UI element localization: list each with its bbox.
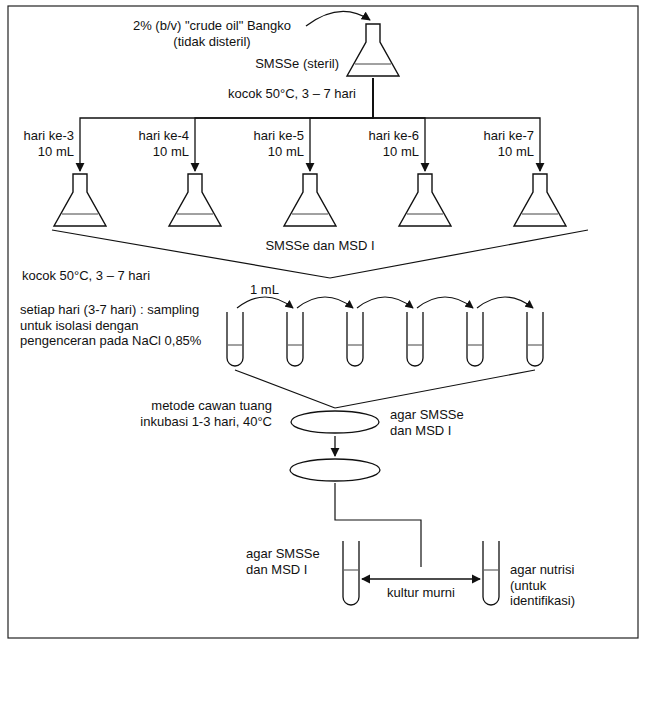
annotation: metode cawan tuang inkubasi 1-3 hari, 40… (104, 398, 272, 429)
liquid-level (468, 345, 482, 346)
node-label: hari ke-6 (368, 128, 419, 144)
flask-shape (282, 172, 338, 228)
dish-shape (290, 410, 380, 434)
annotation: kocok 50°C, 3 – 7 hari (196, 86, 356, 102)
liquid-level (522, 214, 558, 215)
liquid-level (528, 345, 542, 346)
liquid-level (228, 345, 242, 346)
node-label: hari ke-3 (23, 128, 74, 144)
flask-shape (167, 172, 223, 228)
transfer-arrow (237, 297, 293, 308)
connector (373, 78, 425, 171)
merge-lines (235, 370, 535, 408)
liquid-level (355, 64, 391, 65)
dish-outline (291, 411, 379, 433)
flask-outline (399, 174, 451, 226)
node-label: 10 mL (38, 144, 74, 160)
flask: hari ke-410 mL (167, 172, 223, 228)
flask: hari ke-710 mL (512, 172, 568, 228)
test-tube (467, 312, 483, 366)
flask-shape (345, 22, 401, 78)
transfer-arrow (357, 297, 413, 308)
down-arrow (334, 436, 335, 456)
tube-outline (483, 541, 499, 605)
agar-tube: agar SMSSe dan MSD I (342, 540, 360, 606)
edge-label: kultur murni (385, 585, 457, 601)
connector (362, 578, 480, 579)
test-tube (407, 312, 423, 366)
node-label: hari ke-5 (253, 128, 304, 144)
annotation: 2% (b/v) "crude oil" Bangko (tidak diste… (118, 18, 306, 49)
node-label: 10 mL (383, 144, 419, 160)
dilution-tubes (227, 297, 543, 366)
pour-arrow (306, 11, 370, 26)
tube-shape (482, 540, 500, 606)
connector (373, 78, 540, 171)
liquid-level (292, 214, 328, 215)
node-label: hari ke-4 (138, 128, 189, 144)
flask-outline (514, 174, 566, 226)
flask-outline (54, 174, 106, 226)
tube-outline (343, 541, 359, 605)
transfer-arrow (297, 297, 353, 308)
annotation: 1 mL (250, 282, 279, 298)
flask: hari ke-310 mL (52, 172, 108, 228)
flask: SMSSe (steril) (345, 22, 401, 78)
transfer-arrow (417, 297, 473, 308)
liquid-level (407, 214, 443, 215)
node-label: agar SMSSe dan MSD I (390, 407, 476, 438)
transfer-arrow (477, 297, 533, 308)
node-label: SMSSe (steril) (255, 56, 339, 72)
liquid-level (62, 214, 98, 215)
frame (8, 6, 638, 638)
liquid-level (408, 345, 422, 346)
node-label: hari ke-7 (483, 128, 534, 144)
petri-dish (290, 459, 380, 481)
test-tube (347, 312, 363, 366)
agar-tube: agar nutrisi (untuk identifikasi) (482, 540, 500, 606)
flask-shape (52, 172, 108, 228)
annotation: kocok 50°C, 3 – 7 hari (22, 268, 150, 284)
connector (195, 78, 373, 171)
connector (80, 78, 373, 171)
liquid-level (288, 345, 302, 346)
flask-shape (397, 172, 453, 228)
flask: hari ke-610 mL (397, 172, 453, 228)
test-tube (527, 312, 543, 366)
flask-shape (512, 172, 568, 228)
liquid-level (177, 214, 213, 215)
slant-agar (484, 570, 498, 571)
test-tube (227, 312, 243, 366)
flask-outline (169, 174, 221, 226)
annotation: setiap hari (3-7 hari) : sampling untuk … (20, 302, 216, 349)
test-tube (287, 312, 303, 366)
flask-outline (284, 174, 336, 226)
petri-dish: agar SMSSe dan MSD I (290, 410, 380, 434)
annotation: SMSSe dan MSD I (240, 238, 400, 254)
tube-shape (342, 540, 360, 606)
liquid-level (348, 345, 362, 346)
node-label: 10 mL (153, 144, 189, 160)
node-label: 10 mL (498, 144, 534, 160)
flask: hari ke-510 mL (282, 172, 338, 228)
node-label: agar SMSSe dan MSD I (246, 546, 332, 577)
node-label: 10 mL (268, 144, 304, 160)
flask-outline (347, 24, 399, 76)
slant-agar (344, 570, 358, 571)
node-label: agar nutrisi (untuk identifikasi) (510, 562, 596, 609)
